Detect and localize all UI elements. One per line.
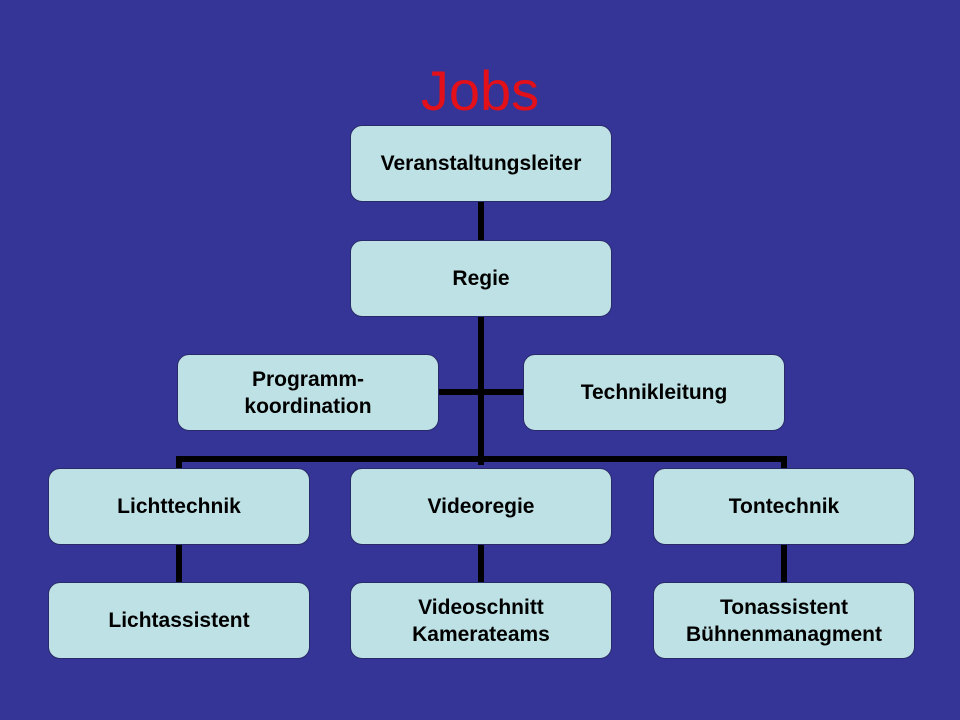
node-veranstaltungsleiter: Veranstaltungsleiter: [350, 125, 612, 202]
node-programmkoordination: Programm- koordination: [177, 354, 439, 431]
node-tontechnik: Tontechnik: [653, 468, 915, 545]
node-regie: Regie: [350, 240, 612, 317]
node-videoregie: Videoregie: [350, 468, 612, 545]
node-technikleitung: Technikleitung: [523, 354, 785, 431]
slide-title: Jobs: [420, 59, 540, 122]
node-videoschnitt-kamerateams: Videoschnitt Kamerateams: [350, 582, 612, 659]
node-lichttechnik: Lichttechnik: [48, 468, 310, 545]
node-lichtassistent: Lichtassistent: [48, 582, 310, 659]
node-tonassistent-buehnenmanagment: Tonassistent Bühnenmanagment: [653, 582, 915, 659]
